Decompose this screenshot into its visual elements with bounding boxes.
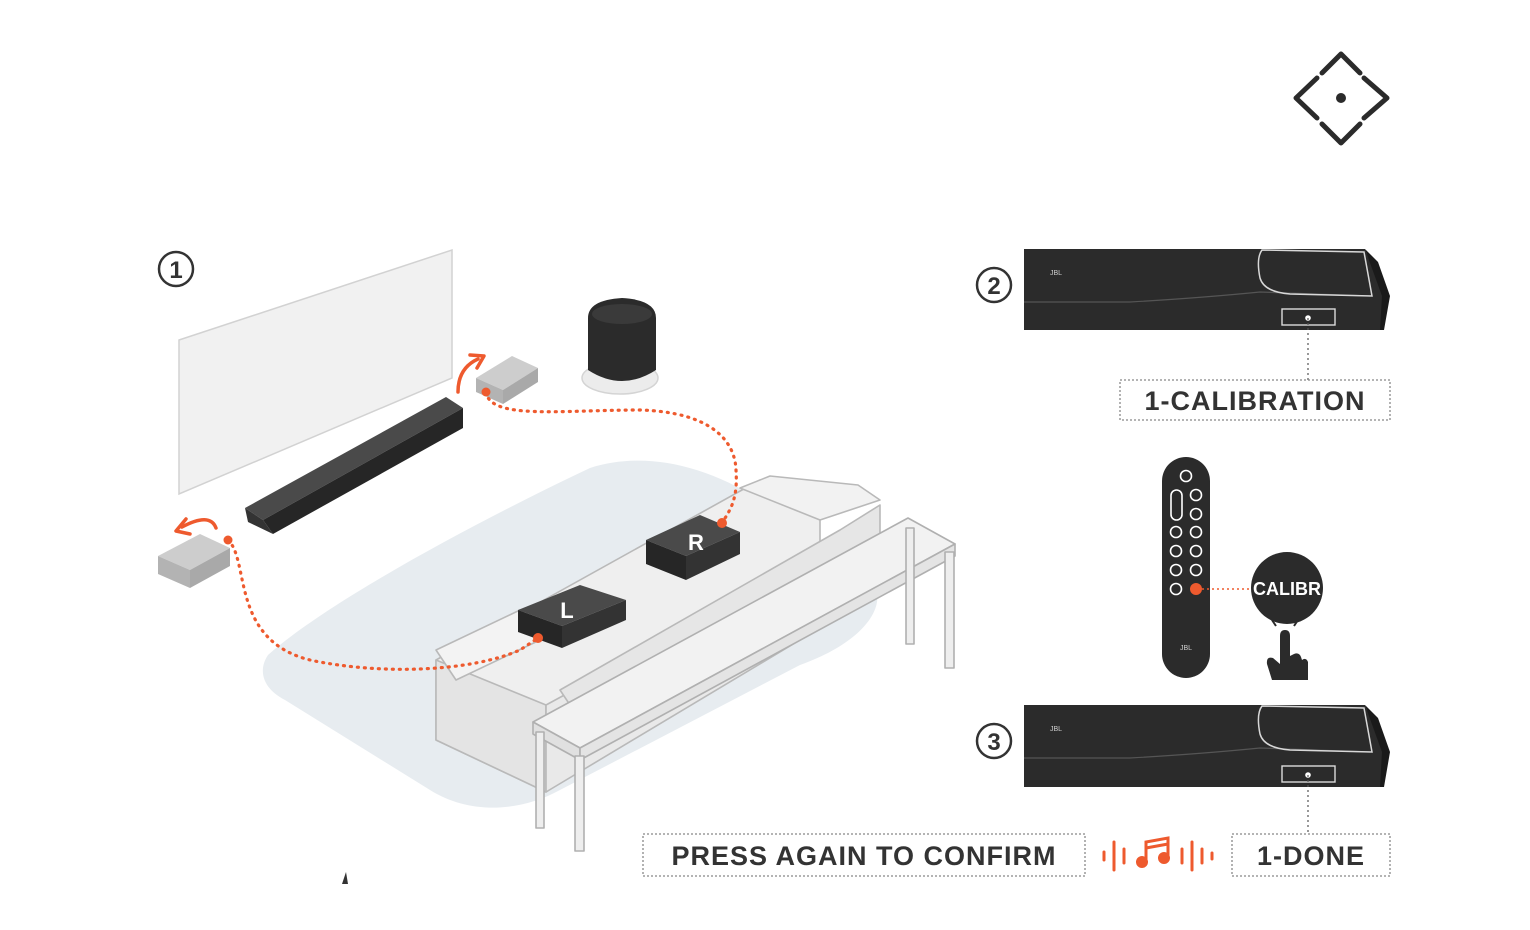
dpad-icon: [1293, 51, 1390, 146]
speaker-left-on-sofa: L: [518, 585, 626, 648]
tv-screen: [178, 248, 453, 496]
soundbar-display-step2: JBL: [1024, 249, 1390, 330]
svg-text:R: R: [688, 530, 704, 555]
step-2-marker: 2: [975, 266, 1013, 304]
svg-text:JBL: JBL: [1050, 270, 1062, 277]
confirm-instruction-label: PRESS AGAIN TO CONFIRM: [642, 833, 1086, 877]
step-3-marker: 3: [975, 722, 1013, 760]
step-1-marker: 1: [157, 250, 195, 288]
hand-pointer-icon: [1266, 619, 1308, 680]
svg-text:1-DONE: 1-DONE: [1257, 841, 1365, 871]
display-calibration-label: 1-CALIBRATION: [1119, 379, 1391, 421]
svg-text:1: 1: [169, 257, 182, 284]
music-note-icon: [1102, 836, 1214, 872]
svg-text:CALIBR: CALIBR: [1253, 579, 1321, 599]
subwoofer: [581, 298, 659, 395]
soundbar-display-step3: JBL: [1024, 705, 1390, 787]
svg-text:JBL: JBL: [1050, 726, 1062, 733]
svg-text:3: 3: [987, 729, 1000, 756]
calibr-button-callout: CALIBR: [1251, 552, 1323, 624]
surround-speaker-right: [476, 356, 538, 404]
surround-speaker-left: [158, 534, 230, 588]
path-left-speaker: [226, 538, 540, 671]
move-arrow-right: [456, 357, 480, 394]
svg-text:2: 2: [987, 273, 1000, 300]
path-right-speaker: [484, 390, 738, 525]
svg-text:L: L: [560, 598, 573, 623]
move-arrow-left: [180, 518, 218, 530]
display-done-label: 1-DONE: [1231, 833, 1391, 877]
svg-text:PRESS AGAIN TO CONFIRM: PRESS AGAIN TO CONFIRM: [671, 841, 1056, 871]
remote-control: JBL: [1162, 457, 1210, 678]
speaker-right-on-sofa: R: [646, 515, 740, 580]
svg-text:1-CALIBRATION: 1-CALIBRATION: [1145, 386, 1366, 416]
console-table: [532, 517, 956, 852]
soundbar-main: [245, 397, 463, 534]
svg-text:JBL: JBL: [1180, 645, 1192, 652]
